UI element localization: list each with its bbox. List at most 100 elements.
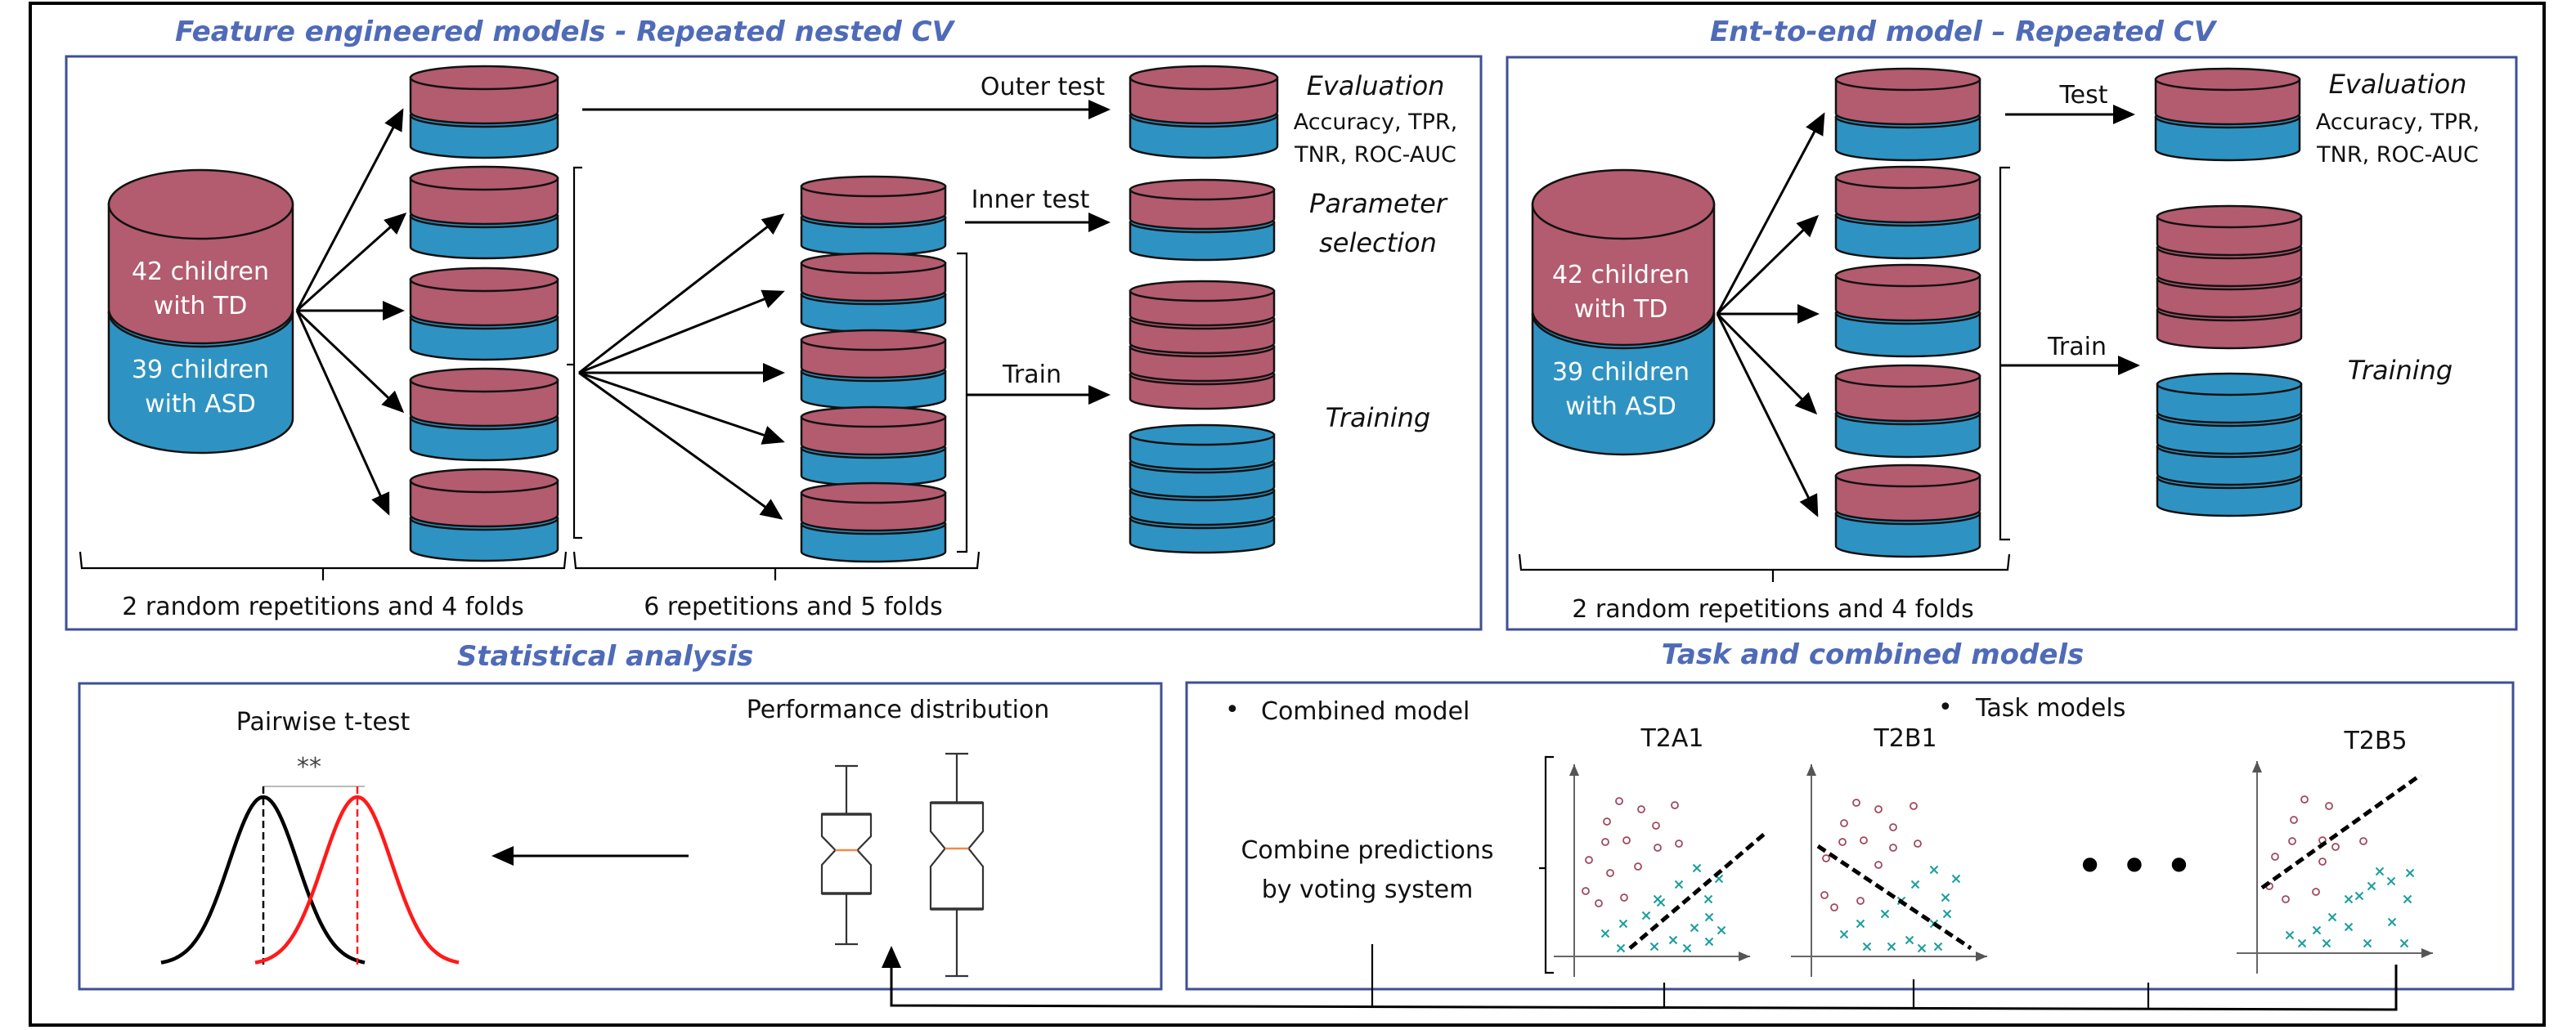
- td-marker: [1860, 836, 1868, 844]
- fe-asd-line1: 39 children: [132, 356, 269, 384]
- td-marker: [2331, 843, 2340, 851]
- e2e-td-line2: with TD: [1574, 295, 1668, 324]
- e2e-evaluation-fold-td: [2154, 67, 2301, 126]
- fe-inner-test-fold-td: [800, 175, 947, 226]
- asd-marker: [1929, 865, 1939, 875]
- boxplot-model-a: [820, 764, 873, 946]
- td-marker: [1637, 805, 1645, 813]
- fe-metrics-line2: TNR, ROC-AUC: [1294, 142, 1456, 168]
- fe-outer-train-fold-td: [409, 367, 559, 428]
- td-marker: [1856, 897, 1865, 905]
- outer-frame: [29, 2, 2546, 1027]
- fe-outer-train-fold: [409, 165, 559, 260]
- asd-marker: [1905, 935, 1914, 945]
- fe-inner-train-fold-td-top: [800, 405, 947, 428]
- td-marker: [1606, 869, 1614, 877]
- asd-marker: [1839, 929, 1849, 939]
- fe-outer-train-fold: [409, 367, 559, 462]
- fe-training-asd-stack: [1129, 423, 1276, 554]
- e2e-training-asd-stack-segment: [2156, 372, 2303, 424]
- fe-training-label: Training: [1326, 402, 1430, 433]
- asd-marker: [1674, 880, 1684, 889]
- td-marker: [1652, 822, 1660, 830]
- td-marker: [1671, 801, 1679, 809]
- td-marker: [1914, 840, 1922, 848]
- td-marker: [1595, 899, 1603, 907]
- e2e-training-td-stack-segment-top: [2156, 204, 2303, 229]
- asd-marker: [2367, 881, 2376, 891]
- performance-boxplots: [820, 752, 985, 978]
- e2e-train-fold-td-top: [1834, 364, 1981, 388]
- fe-inner-arrow: [578, 289, 785, 374]
- fe-parameter-fold-td-top: [1129, 178, 1276, 201]
- td-marker: [2325, 802, 2333, 810]
- asd-marker: [1941, 893, 1950, 902]
- scatter-t2a1: [1554, 764, 1768, 977]
- fe-outer-train-fold-td-top: [409, 367, 559, 393]
- td-marker: [2282, 895, 2290, 903]
- fe-inner-train-fold-td-top: [800, 329, 947, 352]
- fe-asd-line2: with ASD: [145, 390, 256, 419]
- fe-outer-train-fold: [409, 468, 559, 562]
- fe-evaluation-fold-td-top: [1129, 65, 1279, 91]
- asd-marker: [2312, 925, 2322, 935]
- statistical-analysis-title: Statistical analysis: [457, 640, 753, 673]
- fe-inner-arrow: [578, 371, 783, 520]
- asd-marker: [1717, 925, 1726, 935]
- e2e-train-fold-td-body: [1834, 474, 1981, 522]
- e2e-evaluation-fold-td-body: [2154, 78, 2301, 126]
- e2e-train-bracket: [1999, 166, 2010, 541]
- e2e-metrics-line1: Accuracy, TPR,: [2316, 110, 2480, 135]
- td-marker: [1582, 887, 1590, 895]
- asd-marker: [1668, 935, 1678, 945]
- fe-split-arrow: [295, 309, 405, 414]
- e2e-dataset-cylinder-td-body: [1531, 203, 1716, 347]
- e2e-train-fold-td-body: [1834, 374, 1981, 423]
- fe-inner-train-fold-td: [800, 481, 947, 532]
- task-models-title: Task and combined models: [1662, 638, 2085, 671]
- fe-inner-train-fold: [800, 329, 947, 410]
- asd-marker: [1690, 923, 1699, 933]
- e2e-evaluation-title: Evaluation: [2329, 69, 2467, 100]
- asd-marker: [1703, 894, 1713, 904]
- td-marker: [1820, 891, 1829, 899]
- e2e-train-fold-asd-body: [1834, 412, 1981, 459]
- fe-dataset-cylinder-td-body: [107, 203, 294, 345]
- fe-outer-test-fold-td-body: [409, 76, 559, 125]
- e2e-train-fold-td-top: [1834, 464, 1981, 488]
- fe-outer-train-fold-td-top: [409, 165, 559, 191]
- task-models-panel: [1185, 681, 2515, 991]
- asd-marker: [1951, 874, 1961, 884]
- fe-dataset-cylinder-asd-body: [107, 311, 294, 455]
- combine-line1: Combine predictions: [1241, 836, 1493, 865]
- fe-inner-split-arrows: [578, 213, 785, 520]
- e2e-training-td-stack: [2156, 204, 2303, 350]
- fe-outer-train-fold-td: [409, 266, 559, 327]
- control-distribution-curve: [160, 795, 366, 965]
- fe-outer-train-fold-td: [409, 468, 559, 528]
- asd-marker: [1910, 880, 1920, 889]
- td-marker: [1620, 893, 1628, 902]
- td-marker: [1840, 819, 1848, 827]
- td-marker: [2271, 853, 2279, 861]
- feature-engineered-title: Feature engineered models - Repeated nes…: [175, 16, 955, 48]
- asd-marker: [2297, 938, 2307, 948]
- asd-marker: [2386, 876, 2396, 886]
- e2e-asd-line1: 39 children: [1552, 358, 1690, 387]
- asd-marker: [1942, 909, 1952, 919]
- e2e-dataset-cylinder-td-top: [1531, 168, 1716, 240]
- e2e-test-fold-td-body: [1834, 78, 1981, 126]
- e2e-train-fold-td-top: [1834, 263, 1981, 288]
- plot-title-t2b5: T2B5: [2343, 727, 2407, 755]
- asd-marker: [2322, 938, 2331, 948]
- asd-marker: [2344, 894, 2354, 904]
- e2e-evaluation-fold-td-top: [2154, 67, 2301, 92]
- fe-evaluation-fold-td: [1129, 65, 1279, 125]
- feature-engineered-panel: [65, 55, 1483, 631]
- scatter-t2b1: [1791, 764, 1987, 977]
- scatter-t2b5-decision-boundary: [2260, 772, 2422, 890]
- td-marker: [1601, 838, 1609, 846]
- e2e-asd-line2: with ASD: [1565, 392, 1676, 421]
- distribution-curves: [160, 786, 460, 965]
